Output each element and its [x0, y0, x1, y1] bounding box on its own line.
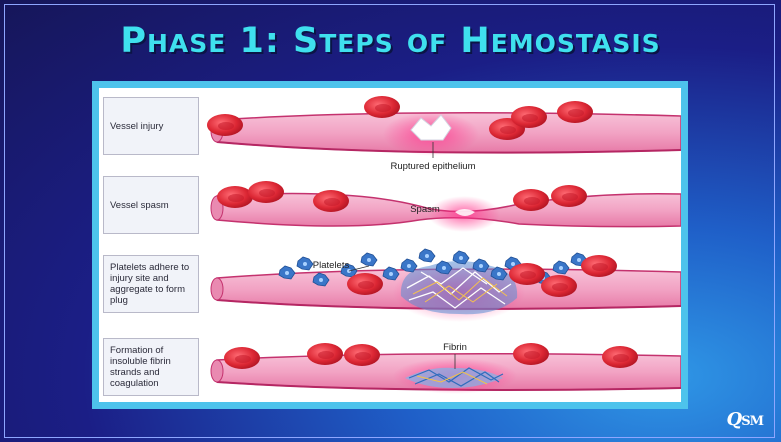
hemostasis-diagram: Ruptured epithelium Spasm: [207, 96, 681, 394]
fibrin-coagulation-illustration: [210, 343, 681, 394]
step-label-vessel-injury: Vessel injury: [103, 97, 199, 155]
logo-q: Q: [726, 409, 743, 430]
annotation-ruptured-epithelium: Ruptured epithelium: [390, 161, 475, 172]
platelet-plug-illustration: [210, 248, 681, 322]
annotation-platelets: Platelets: [313, 260, 350, 271]
annotation-fibrin: Fibrin: [443, 342, 467, 353]
step-label-vessel-spasm: Vessel spasm: [103, 176, 199, 234]
step-label-fibrin: Formation of insoluble fibrin strands an…: [103, 338, 199, 396]
vessel-injury-illustration: [207, 96, 681, 156]
vessel-spasm-illustration: [210, 181, 681, 232]
diagram-canvas: Ruptured epithelium Spasm: [99, 88, 681, 402]
qsm-logo: QSM: [726, 409, 764, 430]
step-label-platelets: Platelets adhere to injury site and aggr…: [103, 255, 199, 313]
leader-line: [348, 265, 370, 272]
diagram-panel: Ruptured epithelium Spasm: [92, 81, 688, 409]
annotation-spasm: Spasm: [410, 204, 440, 215]
logo-sm: SM: [741, 414, 764, 429]
slide-title: Phase 1: Steps of Hemostasis: [120, 21, 661, 61]
